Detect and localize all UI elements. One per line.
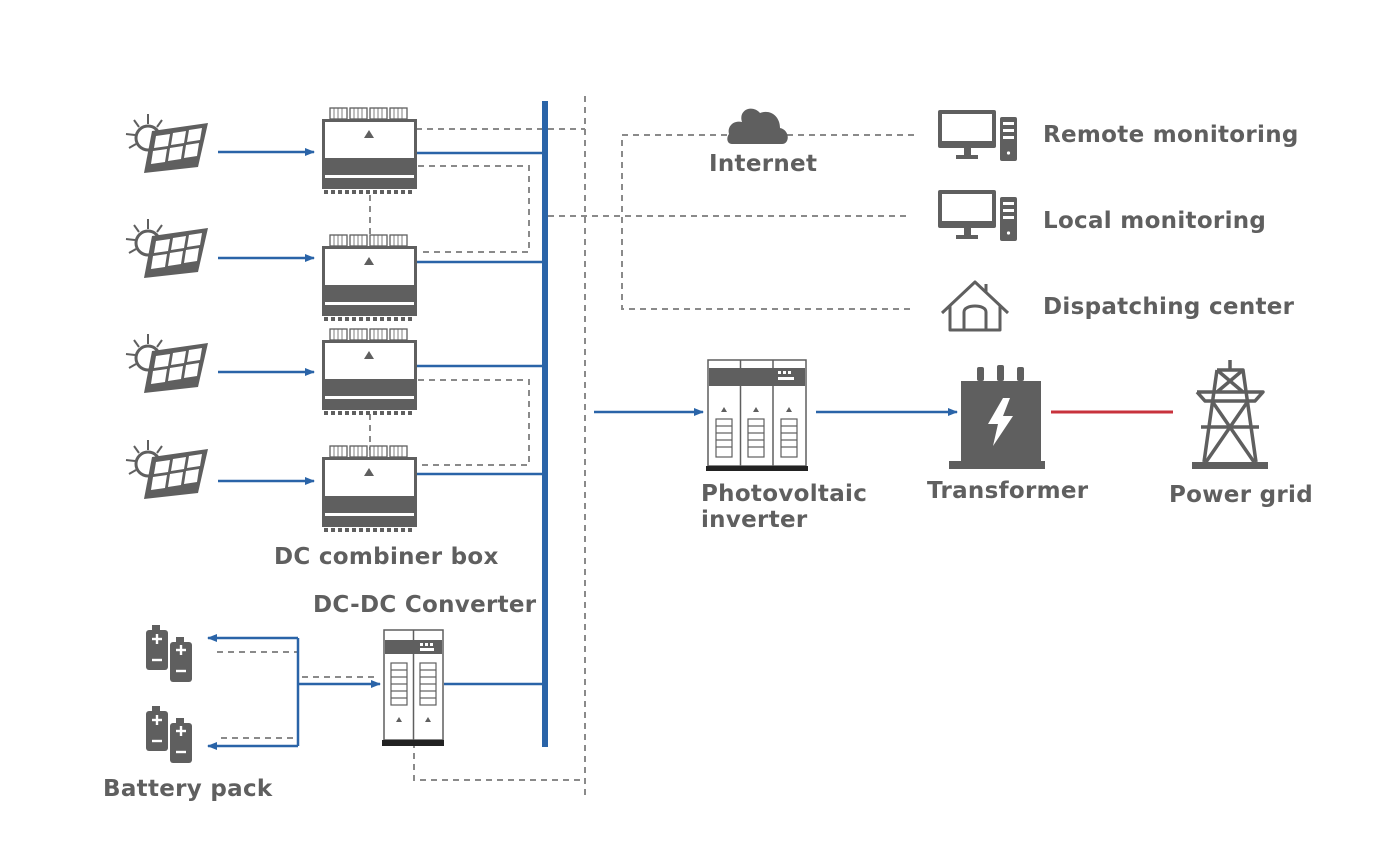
- battery-icon: [144, 623, 194, 684]
- communication-lines: [216, 96, 914, 798]
- dc-connections: [207, 148, 958, 750]
- solar-panel-icon: [124, 438, 210, 501]
- remote-monitoring-label: Remote monitoring: [1043, 122, 1299, 148]
- combiner-box-icon: [321, 107, 418, 195]
- solar-panel-icon: [124, 332, 210, 395]
- solar-panel-icon: [124, 112, 210, 175]
- power-grid-label: Power grid: [1169, 482, 1314, 508]
- house-icon: [940, 280, 1010, 332]
- transmission-tower-icon: [1192, 360, 1268, 469]
- battery-pack-label: Battery pack: [103, 776, 273, 802]
- dispatching-center-label: Dispatching center: [1043, 294, 1295, 320]
- combiner-box-icon: [321, 328, 418, 416]
- local-monitoring-label: Local monitoring: [1043, 208, 1267, 234]
- internet-label: Internet: [709, 151, 818, 177]
- inverter-cabinet-icon: [706, 359, 808, 471]
- solar-panel-icon: [124, 217, 210, 280]
- inverter-label-line2: inverter: [701, 507, 808, 533]
- dc-bus: [542, 101, 548, 747]
- computer-icon: [938, 190, 1017, 241]
- cloud-icon: [727, 108, 788, 144]
- computer-icon: [938, 110, 1017, 161]
- combiner-box-icon: [321, 445, 418, 533]
- dc-dc-converter-icon: [382, 629, 444, 746]
- combiner-box-label: DC combiner box: [274, 544, 499, 570]
- combiner-box-icon: [321, 234, 418, 322]
- transformer-label: Transformer: [927, 478, 1089, 504]
- dc-dc-converter-label: DC-DC Converter: [313, 592, 537, 618]
- inverter-label-line1: Photovoltaic: [701, 481, 868, 507]
- transformer-icon: [949, 365, 1045, 469]
- battery-icon: [144, 704, 194, 765]
